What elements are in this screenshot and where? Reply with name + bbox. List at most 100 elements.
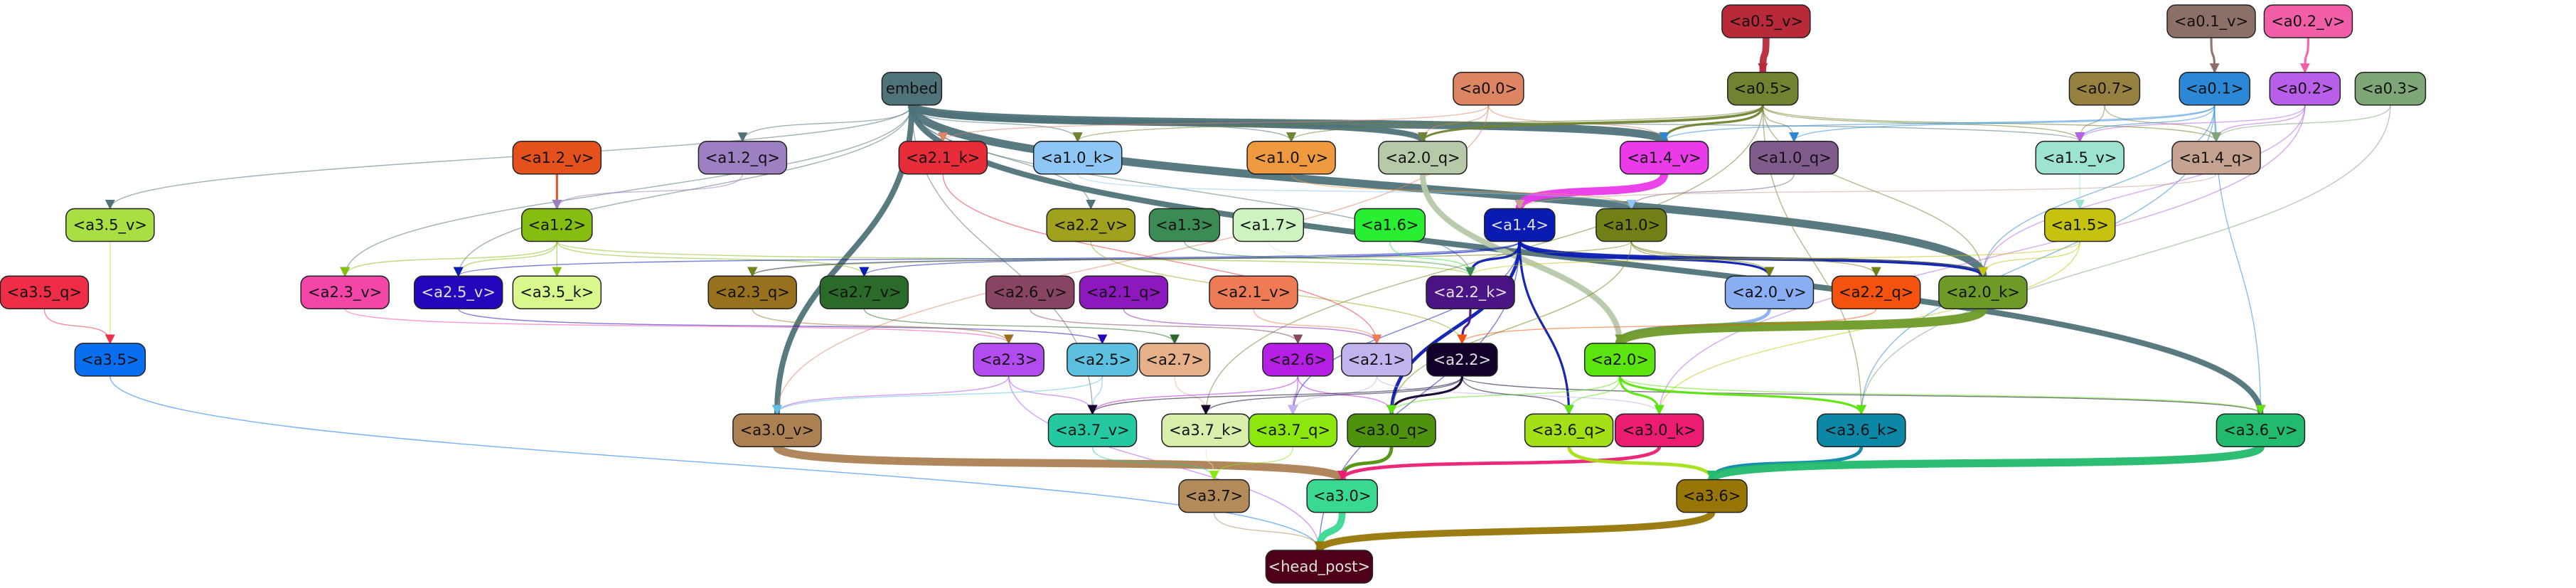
- node-a0-5-v[interactable]: <a0.5_v>: [1721, 4, 1811, 38]
- node-a2-0-q[interactable]: <a2.0_q>: [1378, 141, 1468, 175]
- edge-a2_0-to-a3_6_v: [1619, 375, 2266, 415]
- node-a3-6-k[interactable]: <a3.6_k>: [1817, 413, 1906, 447]
- node-a3-6-v[interactable]: <a3.6_v>: [2216, 413, 2306, 447]
- node-a3-7-k[interactable]: <a3.7_k>: [1161, 413, 1251, 447]
- node-a1-2-v[interactable]: <a1.2_v>: [512, 141, 602, 175]
- node-a0-7[interactable]: <a0.7>: [2068, 71, 2141, 106]
- edge-a2_0-to-a3_0_k: [1618, 375, 1664, 415]
- edge-a1_2-to-a2_3_v: [340, 241, 557, 277]
- node-a1-2[interactable]: <a1.2>: [521, 208, 593, 242]
- node-a2-6-v[interactable]: <a2.6_v>: [985, 275, 1075, 309]
- node-a3-5[interactable]: <a3.5>: [74, 343, 146, 377]
- node-a3-0-q[interactable]: <a3.0_q>: [1347, 413, 1436, 447]
- node-a1-0-k[interactable]: <a1.0_k>: [1032, 141, 1123, 175]
- node-box: [1817, 413, 1906, 447]
- node-a2-0-k[interactable]: <a2.0_k>: [1938, 275, 2028, 309]
- node-a3-6[interactable]: <a3.6>: [1676, 479, 1748, 513]
- node-box: [1938, 275, 2028, 309]
- node-a1-2-q[interactable]: <a1.2_q>: [698, 141, 788, 175]
- edge-a1_4-to-a3_7_q: [1288, 241, 1520, 415]
- node-label: <a0.2>: [2276, 80, 2334, 97]
- node-label: <a2.2_v>: [1054, 217, 1128, 235]
- node-a1-0[interactable]: <a1.0>: [1596, 208, 1667, 242]
- edge-a2_1_v-to-a2_1: [1253, 309, 1382, 345]
- node-box: [1046, 208, 1135, 242]
- node-box: [732, 413, 822, 447]
- edge-a0_2-to-a3_0_k: [1654, 105, 2306, 415]
- node-label: <a3.7_v>: [1055, 422, 1129, 439]
- node-box: [1524, 413, 1614, 447]
- node-box: [898, 141, 988, 175]
- node-a3-0-v[interactable]: <a3.0_v>: [732, 413, 822, 447]
- node-a3-0-k[interactable]: <a3.0_k>: [1614, 413, 1704, 447]
- node-a2-0[interactable]: <a2.0>: [1583, 343, 1656, 377]
- node-label: <a2.2>: [1433, 351, 1491, 368]
- node-a0-3[interactable]: <a0.3>: [2354, 71, 2427, 106]
- node-a1-4-v[interactable]: <a1.4_v>: [1619, 141, 1709, 175]
- node-a0-0[interactable]: <a0.0>: [1453, 71, 1524, 106]
- node-a0-1[interactable]: <a0.1>: [2179, 71, 2250, 106]
- node-a2-3-q[interactable]: <a2.3_q>: [707, 275, 797, 309]
- node-a2-5[interactable]: <a2.5>: [1067, 343, 1138, 377]
- node-a2-3-v[interactable]: <a2.3_v>: [300, 275, 390, 309]
- node-label: <a0.1_v>: [2174, 13, 2248, 31]
- node-a2-7[interactable]: <a2.7>: [1138, 343, 1211, 377]
- node-a2-2-q[interactable]: <a2.2_q>: [1831, 275, 1921, 309]
- edge-a1_2_q-to-a1_2: [552, 173, 744, 210]
- node-a1-7[interactable]: <a1.7>: [1232, 208, 1305, 242]
- edge-a0_5_v-to-a0_5: [1758, 37, 1770, 74]
- node-a1-4[interactable]: <a1.4>: [1484, 208, 1556, 242]
- node-a2-1-v[interactable]: <a2.1_v>: [1209, 275, 1298, 309]
- node-box: [1583, 343, 1656, 377]
- node-a0-2-v[interactable]: <a0.2_v>: [2263, 4, 2353, 38]
- node-a1-0-v[interactable]: <a1.0_v>: [1246, 141, 1336, 175]
- node-label: <a3.0_q>: [1354, 422, 1428, 439]
- node-head[interactable]: <head_post>: [1265, 550, 1374, 584]
- edge-a1_5-to-a2_2_k: [1465, 241, 2080, 277]
- node-a0-1-v[interactable]: <a0.1_v>: [2166, 4, 2256, 38]
- node-a3-7-q[interactable]: <a3.7_q>: [1248, 413, 1338, 447]
- node-a1-0-q[interactable]: <a1.0_q>: [1749, 141, 1839, 175]
- node-box: [2216, 413, 2306, 447]
- node-a2-2-k[interactable]: <a2.2_k>: [1426, 275, 1515, 309]
- node-a0-5[interactable]: <a0.5>: [1727, 71, 1799, 106]
- node-box: [413, 275, 503, 309]
- node-a1-5[interactable]: <a1.5>: [2043, 208, 2116, 242]
- node-a3-0[interactable]: <a3.0>: [1306, 479, 1378, 513]
- node-box: [1047, 413, 1138, 447]
- node-a0-2[interactable]: <a0.2>: [2269, 71, 2341, 106]
- node-a1-3[interactable]: <a1.3>: [1148, 208, 1221, 242]
- node-a1-5-v[interactable]: <a1.5_v>: [2035, 141, 2125, 175]
- edge-a0_5-to-a2_0_q: [1418, 105, 1764, 143]
- node-label: <a2.1_v>: [1217, 284, 1290, 301]
- node-a2-7-v[interactable]: <a2.7_v>: [819, 275, 909, 309]
- node-a3-7-v[interactable]: <a3.7_v>: [1047, 413, 1138, 447]
- node-a1-6[interactable]: <a1.6>: [1354, 208, 1426, 242]
- node-a2-3[interactable]: <a2.3>: [973, 343, 1044, 377]
- node-a3-6-q[interactable]: <a3.6_q>: [1524, 413, 1614, 447]
- node-a2-1[interactable]: <a2.1>: [1341, 343, 1413, 377]
- edge-a3_7-to-head: [1213, 512, 1325, 552]
- node-box: [2043, 208, 2116, 242]
- edge-a0_1_v-to-a0_1: [2209, 37, 2220, 74]
- node-box: [1306, 479, 1378, 513]
- node-a3-5-v[interactable]: <a3.5_v>: [65, 208, 155, 242]
- node-label: <a2.1>: [1348, 351, 1406, 368]
- node-embed[interactable]: embed: [881, 71, 943, 106]
- node-a2-1-k[interactable]: <a2.1_k>: [898, 141, 988, 175]
- node-label: <a3.5_v>: [73, 217, 147, 235]
- node-label: <a3.6_q>: [1532, 422, 1606, 439]
- node-a1-4-q[interactable]: <a1.4_q>: [2171, 141, 2261, 175]
- node-a3-5-k[interactable]: <a3.5_k>: [512, 275, 602, 309]
- node-a2-0-v[interactable]: <a2.0_v>: [1724, 275, 1815, 309]
- node-a3-5-q[interactable]: <a3.5_q>: [0, 275, 90, 309]
- edge-a2_3-to-a3_7_v: [1008, 375, 1098, 415]
- node-a2-1-q[interactable]: <a2.1_q>: [1079, 275, 1169, 309]
- node-a2-2-v[interactable]: <a2.2_v>: [1046, 208, 1135, 242]
- node-label: <a1.4_q>: [2179, 149, 2253, 167]
- node-a2-6[interactable]: <a2.6>: [1262, 343, 1334, 377]
- node-a2-2[interactable]: <a2.2>: [1426, 343, 1498, 377]
- node-a2-5-v[interactable]: <a2.5_v>: [413, 275, 503, 309]
- node-box: [1148, 208, 1221, 242]
- node-a3-7[interactable]: <a3.7>: [1178, 479, 1250, 513]
